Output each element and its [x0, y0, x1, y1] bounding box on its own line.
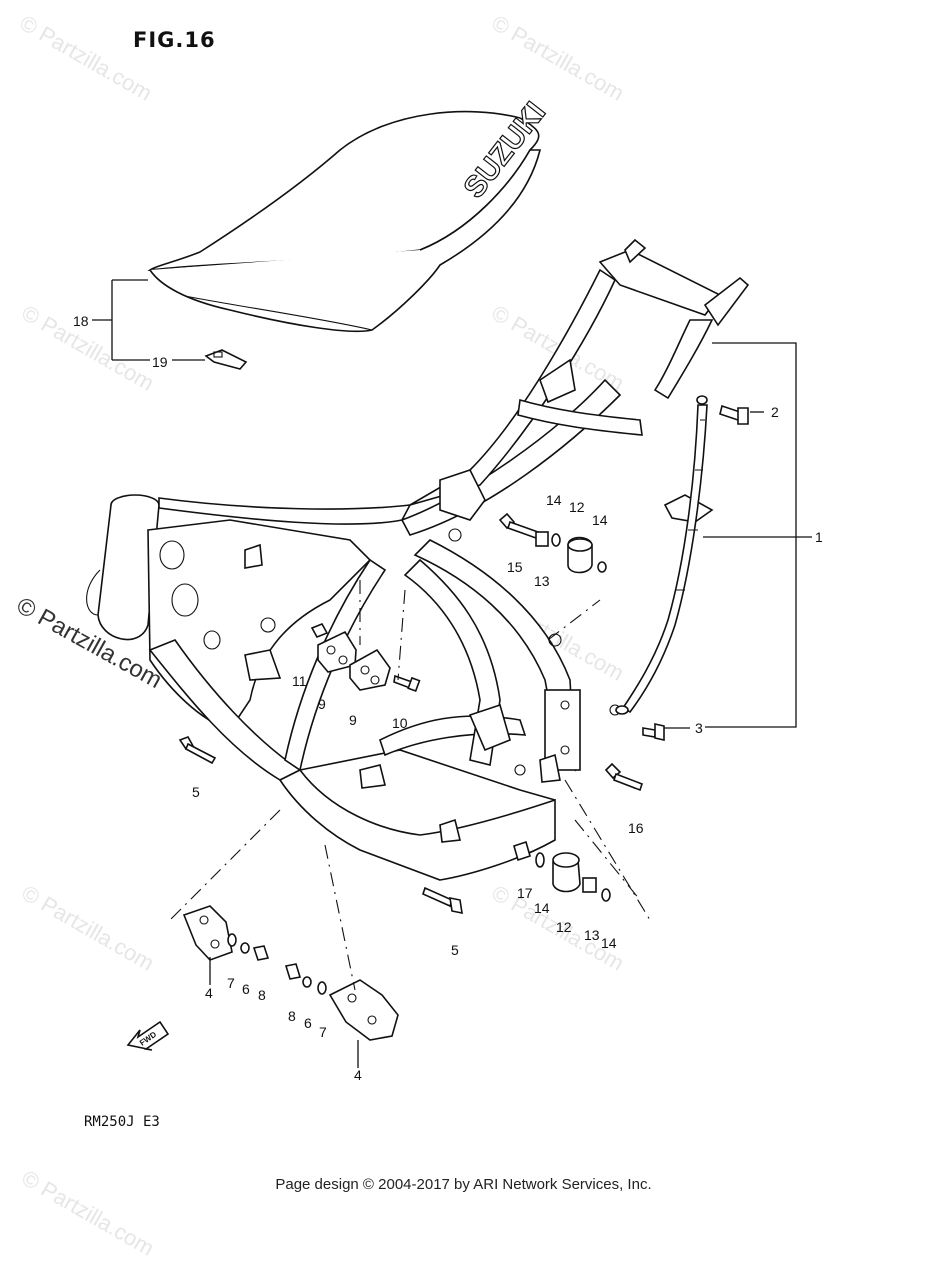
- seat: SUZUKI: [147, 95, 553, 333]
- callout-14-lower-left: 14: [534, 900, 550, 916]
- callout-15: 15: [507, 559, 523, 575]
- callout-labels: 1 2 3 4 4 5 5 6 6 7 7 8 8 9 9 10 11 12 1…: [73, 313, 823, 1083]
- callout-19: 19: [152, 354, 168, 370]
- callout-13-lower: 13: [584, 927, 600, 943]
- bolt-5-lower: [422, 886, 463, 915]
- callout-16: 16: [628, 820, 644, 836]
- rear-frame-stay: [615, 395, 708, 715]
- cushion-12-lower: [552, 852, 581, 893]
- callout-18: 18: [73, 313, 89, 329]
- callout-6-left: 6: [242, 981, 250, 997]
- nut-17: [513, 840, 531, 862]
- callout-1: 1: [815, 529, 823, 545]
- callout-12-upper: 12: [569, 499, 585, 515]
- cushion-12-upper: [567, 536, 593, 574]
- washer-7-left: [227, 933, 237, 947]
- callout-9-right: 9: [349, 712, 357, 728]
- bolt-15: [498, 512, 540, 540]
- callout-5-lower: 5: [451, 942, 459, 958]
- fwd-arrow: FWD: [126, 1020, 170, 1051]
- exploded-view-drawing: SUZUKI: [73, 95, 823, 1083]
- collar-13-upper: [535, 531, 549, 547]
- callout-13-upper: 13: [534, 573, 550, 589]
- engine-bracket-9-right: [349, 648, 391, 691]
- washer-6-left: [240, 942, 250, 954]
- leader-lines: [92, 279, 812, 1068]
- model-code: RM250J E3: [84, 1114, 160, 1130]
- callout-3: 3: [695, 720, 703, 736]
- nut-11: [310, 622, 329, 639]
- washer-7-right: [317, 981, 327, 995]
- callout-14-upper-left: 14: [546, 492, 562, 508]
- collar-13-lower: [582, 877, 597, 893]
- callout-14-upper-right: 14: [592, 512, 608, 528]
- callout-10: 10: [392, 715, 408, 731]
- callout-6-right: 6: [304, 1015, 312, 1031]
- washer-6-right: [302, 976, 312, 988]
- callout-17: 17: [517, 885, 533, 901]
- washer-14-lower-right: [601, 888, 611, 902]
- parts-diagram: © Partzilla.com © Partzilla.com © Partzi…: [12, 10, 823, 1261]
- callout-2: 2: [771, 404, 779, 420]
- frame: [86, 238, 750, 881]
- bolt-16: [604, 762, 644, 792]
- nut-8-left: [252, 945, 270, 961]
- figure-title: FIG.16: [133, 28, 216, 52]
- bolt-3: [642, 723, 665, 741]
- page-footer: Page design © 2004-2017 by ARI Network S…: [275, 1176, 652, 1193]
- callout-4-left: 4: [205, 985, 213, 1001]
- washer-14-upper-left: [551, 533, 561, 547]
- callout-14-lower-right: 14: [601, 935, 617, 951]
- engine-bracket-4-right: [328, 979, 399, 1041]
- nut-8-right: [284, 963, 302, 980]
- callout-4-right: 4: [354, 1067, 362, 1083]
- callout-8-left: 8: [258, 987, 266, 1003]
- callout-8-right: 8: [288, 1008, 296, 1024]
- callout-7-left: 7: [227, 975, 235, 991]
- engine-bracket-4-left: [182, 905, 233, 961]
- washer-14-upper-right: [597, 561, 607, 573]
- seat-clip: [204, 349, 248, 370]
- bolt-5-upper: [178, 736, 217, 765]
- callout-9-left: 9: [318, 696, 326, 712]
- callout-5-upper: 5: [192, 784, 200, 800]
- callout-7-right: 7: [319, 1024, 327, 1040]
- bolt-2: [719, 404, 749, 425]
- callout-12-lower: 12: [556, 919, 572, 935]
- washer-14-lower-left: [535, 852, 545, 868]
- callout-11: 11: [292, 673, 307, 689]
